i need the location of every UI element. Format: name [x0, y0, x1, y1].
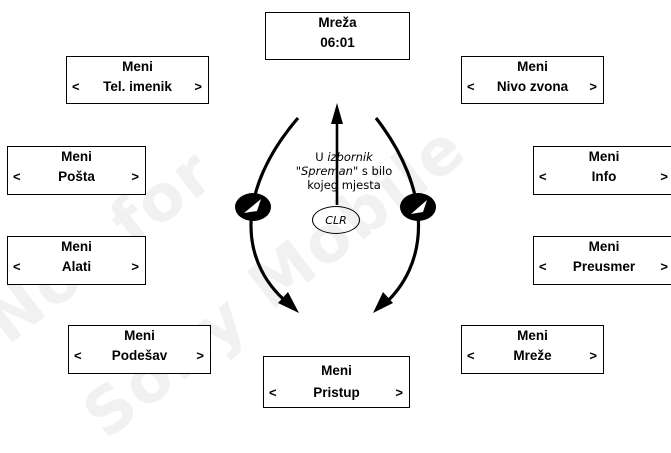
menu-label: Info — [591, 169, 617, 184]
menu-label: Preusmer — [572, 259, 636, 274]
right-arrowhead-icon — [373, 292, 393, 313]
left-arrow-icon: < — [467, 348, 475, 363]
menu-label: Pristup — [313, 385, 360, 400]
menu-screen-mreze: Meni < Mreže > — [461, 325, 604, 374]
note-rest-1: " s bilo — [352, 164, 393, 178]
navigation-arrows — [235, 103, 436, 313]
menu-screen-alati: Meni < Alati > — [7, 236, 146, 285]
menu-title: Meni — [61, 149, 92, 164]
right-arrow-icon: > — [660, 259, 668, 274]
note-quote-open: " — [295, 164, 301, 178]
center-note: U izbornik "Spreman" s bilo kojeg mjesta — [291, 150, 397, 192]
menu-screen-tel-imenik: Meni < Tel. imenik > — [66, 56, 209, 104]
note-prefix: U — [315, 150, 328, 164]
menu-title: Meni — [61, 239, 92, 254]
left-arrow-icon: < — [13, 169, 21, 184]
right-arrow-icon: > — [589, 348, 597, 363]
menu-title: Meni — [517, 59, 548, 74]
joystick-right-icon — [400, 193, 436, 221]
menu-label: Tel. imenik — [103, 79, 172, 94]
menu-title: Meni — [517, 328, 548, 343]
menu-title: Meni — [124, 328, 155, 343]
note-rest-2: kojeg mjesta — [307, 178, 381, 192]
right-arrow-icon: > — [131, 259, 139, 274]
left-arrowhead-icon — [278, 292, 299, 313]
menu-label: Alati — [61, 259, 92, 274]
left-arrow-icon: < — [13, 259, 21, 274]
menu-title: Meni — [588, 149, 620, 164]
right-arrow-icon: > — [196, 348, 204, 363]
right-arrow-icon: > — [660, 169, 668, 184]
clock: 06:01 — [320, 35, 355, 50]
menu-label: Nivo zvona — [496, 79, 569, 94]
menu-title: Meni — [321, 363, 352, 378]
network-name: Mreža — [318, 15, 357, 30]
menu-screen-info: Meni < Info > — [533, 146, 671, 195]
note-italic-izbornik: izbornik — [327, 150, 373, 164]
menu-label: Mreže — [513, 348, 552, 363]
menu-screen-preusmer: Meni < Preusmer > — [533, 236, 671, 285]
clr-key-icon: CLR — [312, 206, 360, 234]
left-curve-arrow — [249, 116, 300, 310]
navigation-diagram: Not for Sony Mobile Mreža 06:01 Meni < T… — [0, 12, 671, 453]
menu-screen-podesav: Meni < Podešav > — [68, 325, 211, 374]
right-curve-arrow — [374, 117, 421, 310]
left-arrow-icon: < — [72, 79, 80, 94]
menu-label: Pošta — [58, 169, 95, 184]
up-arrowhead-icon — [331, 103, 343, 124]
left-arrow-icon: < — [539, 169, 547, 184]
joystick-left-icon — [235, 193, 271, 221]
right-arrow-icon: > — [194, 79, 202, 94]
left-arrow-icon: < — [467, 79, 475, 94]
right-arrow-icon: > — [589, 79, 597, 94]
menu-screen-posta: Meni < Pošta > — [7, 146, 146, 195]
right-arrow-icon: > — [395, 385, 403, 400]
left-arrow-icon: < — [74, 348, 82, 363]
left-arrow-icon: < — [539, 259, 547, 274]
note-italic-spreman: Spreman — [301, 164, 353, 178]
right-arrow-icon: > — [131, 169, 139, 184]
left-arrow-icon: < — [269, 385, 277, 400]
menu-title: Meni — [122, 59, 153, 74]
menu-title: Meni — [588, 239, 620, 254]
menu-label: Podešav — [111, 348, 168, 363]
standby-screen: Mreža 06:01 — [265, 12, 410, 60]
menu-screen-nivo-zvona: Meni < Nivo zvona > — [461, 56, 604, 104]
